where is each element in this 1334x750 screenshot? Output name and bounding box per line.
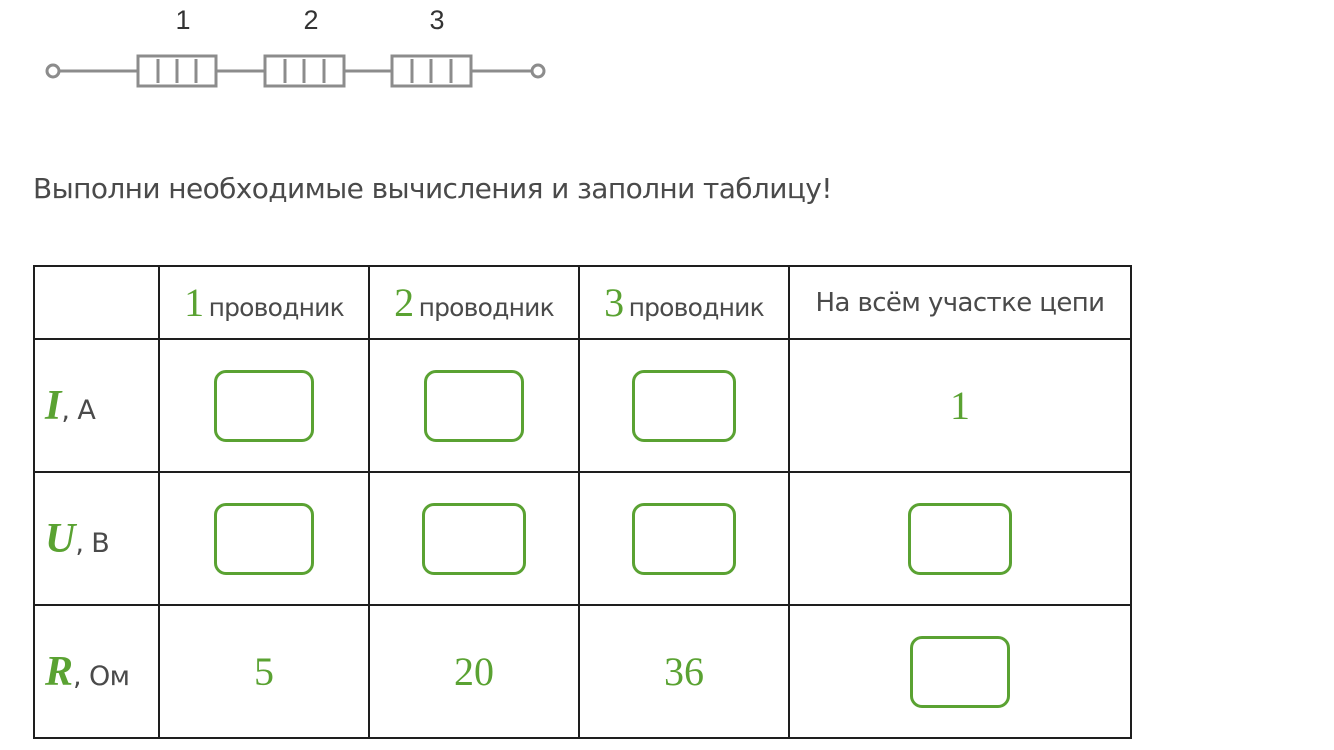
left-terminal xyxy=(45,63,61,79)
total-label: На всём участке цепи xyxy=(815,287,1106,318)
cell-voltage-3 xyxy=(578,471,790,606)
table-row-resistance: R, Ом 5 20 36 xyxy=(33,604,1132,739)
header-conductor-1: 1 проводник xyxy=(158,265,370,340)
answer-input-voltage-3[interactable] xyxy=(632,502,736,575)
header-conductor-3: 3 проводник xyxy=(578,265,790,340)
answer-input-resistance-total[interactable] xyxy=(910,635,1010,708)
row-label-current: I, А xyxy=(33,338,160,473)
answer-input-current-2[interactable] xyxy=(424,369,524,442)
table-row-voltage: U, В xyxy=(33,471,1132,606)
row-label-voltage: U, В xyxy=(33,471,160,606)
current-unit: , А xyxy=(61,394,96,426)
cell-current-3 xyxy=(578,338,790,473)
task-instruction: Выполни необходимые вычисления и заполни… xyxy=(33,172,832,205)
given-value-resistance-3: 36 xyxy=(664,649,704,694)
cell-voltage-2 xyxy=(368,471,580,606)
series-circuit-diagram: 1 2 3 xyxy=(45,5,546,88)
cell-current-total: 1 xyxy=(788,338,1132,473)
resistance-symbol: R xyxy=(45,648,74,695)
table-header-row: 1 проводник 2 проводник 3 проводник На в… xyxy=(33,265,1132,340)
cell-resistance-2: 20 xyxy=(368,604,580,739)
conductor-number: 3 xyxy=(604,280,625,325)
given-value-current-total: 1 xyxy=(950,383,970,428)
resistor-3-number: 3 xyxy=(429,5,444,35)
resistor-1-number: 1 xyxy=(175,5,190,35)
header-corner-cell xyxy=(33,265,160,340)
header-total-circuit: На всём участке цепи xyxy=(788,265,1132,340)
voltage-unit: , В xyxy=(75,527,110,559)
conductor-number: 2 xyxy=(394,280,415,325)
conductor-label: проводник xyxy=(418,293,555,322)
header-conductor-2: 2 проводник xyxy=(368,265,580,340)
voltage-symbol: U xyxy=(45,515,76,562)
answer-input-voltage-total[interactable] xyxy=(908,502,1012,575)
right-terminal xyxy=(530,63,546,79)
current-symbol: I xyxy=(45,382,62,429)
cell-resistance-1: 5 xyxy=(158,604,370,739)
cell-resistance-total xyxy=(788,604,1132,739)
resistance-unit: , Ом xyxy=(73,660,130,692)
cell-current-2 xyxy=(368,338,580,473)
resistor-2-number: 2 xyxy=(303,5,318,35)
given-value-resistance-1: 5 xyxy=(254,649,274,694)
cell-current-1 xyxy=(158,338,370,473)
cell-resistance-3: 36 xyxy=(578,604,790,739)
answer-input-current-1[interactable] xyxy=(214,369,314,442)
table-row-current: I, А 1 xyxy=(33,338,1132,473)
conductor-label: проводник xyxy=(628,293,765,322)
conductor-number: 1 xyxy=(184,280,205,325)
given-value-resistance-2: 20 xyxy=(454,649,494,694)
cell-voltage-total xyxy=(788,471,1132,606)
conductor-label: проводник xyxy=(208,293,345,322)
answer-input-voltage-2[interactable] xyxy=(422,502,526,575)
answer-input-current-3[interactable] xyxy=(632,369,736,442)
calculation-table: 1 проводник 2 проводник 3 проводник На в… xyxy=(33,265,1132,739)
answer-input-voltage-1[interactable] xyxy=(214,502,314,575)
row-label-resistance: R, Ом xyxy=(33,604,160,739)
cell-voltage-1 xyxy=(158,471,370,606)
